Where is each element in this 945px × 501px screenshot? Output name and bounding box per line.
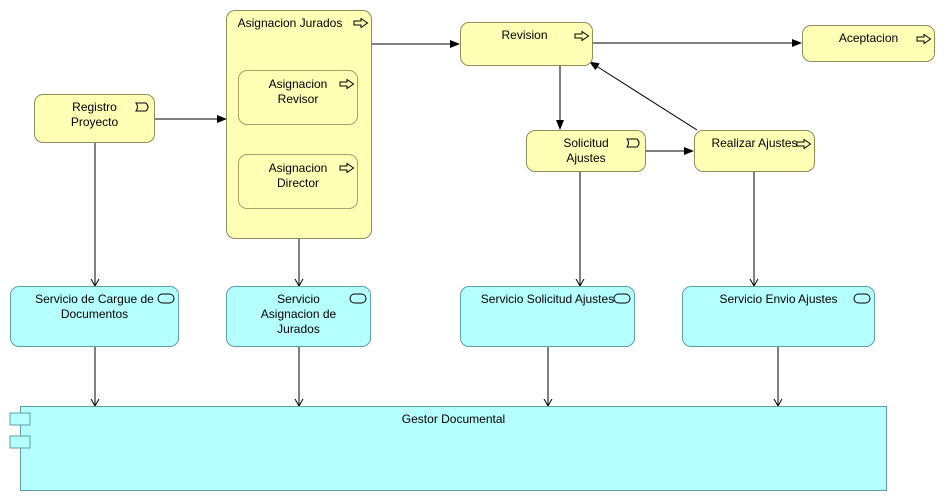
asignacion-revisor-node[interactable]: Asignacion Revisor: [238, 70, 358, 125]
servicio-asignacion-node[interactable]: Servicio Asignacion de Jurados: [226, 286, 371, 347]
arrow-right-icon: [339, 163, 355, 173]
gestor-documental-label: Gestor Documental: [401, 412, 506, 426]
arrow-right-icon: [353, 18, 369, 28]
servicio-cargue-label: Servicio de Cargue de Documentos: [35, 292, 154, 321]
component-icon: [9, 412, 31, 449]
servicio-envio-node[interactable]: Servicio Envio Ajustes: [682, 286, 875, 347]
servicio-cargue-node[interactable]: Servicio de Cargue de Documentos: [10, 286, 179, 347]
servicio-envio-label: Servicio Envio Ajustes: [719, 292, 838, 306]
revision-label: Revision: [501, 28, 548, 42]
revision-node[interactable]: Revision: [460, 22, 593, 66]
servicio-solicitud-node[interactable]: Servicio Solicitud Ajustes: [460, 286, 635, 347]
aceptacion-label: Aceptacion: [838, 31, 899, 45]
servicio-asignacion-label: Servicio Asignacion de Jurados: [260, 292, 337, 336]
asignacion-jurados-label: Asignacion Jurados: [237, 16, 343, 30]
asignacion-director-node[interactable]: Asignacion Director: [238, 154, 358, 209]
arrow-right-icon: [796, 139, 812, 149]
servicio-solicitud-label: Servicio Solicitud Ajustes: [480, 292, 615, 306]
solicitud-ajustes-label: Solicitud Ajustes: [563, 136, 609, 165]
solicitud-ajustes-node[interactable]: Solicitud Ajustes: [526, 130, 646, 172]
arrow-right-icon: [339, 79, 355, 89]
aceptacion-node[interactable]: Aceptacion: [802, 25, 935, 62]
service-icon: [157, 293, 175, 304]
arrow-right-icon: [916, 34, 932, 44]
realizar-ajustes-label: Realizar Ajustes: [711, 136, 798, 150]
gestor-documental-node[interactable]: Gestor Documental: [20, 406, 887, 491]
registro-proyecto-label: Registro Proyecto: [70, 100, 119, 129]
realizar-ajustes-node[interactable]: Realizar Ajustes: [694, 130, 815, 172]
event-icon: [135, 102, 149, 112]
arrow-right-icon: [574, 31, 590, 41]
asignacion-revisor-label: Asignacion Revisor: [268, 77, 328, 106]
service-icon: [613, 293, 631, 304]
event-icon: [626, 138, 640, 148]
registro-proyecto-node[interactable]: Registro Proyecto: [34, 94, 155, 143]
service-icon: [853, 293, 871, 304]
flow-realizar-to-revision: [589, 61, 698, 131]
service-icon: [349, 293, 367, 304]
asignacion-director-label: Asignacion Director: [268, 161, 328, 190]
